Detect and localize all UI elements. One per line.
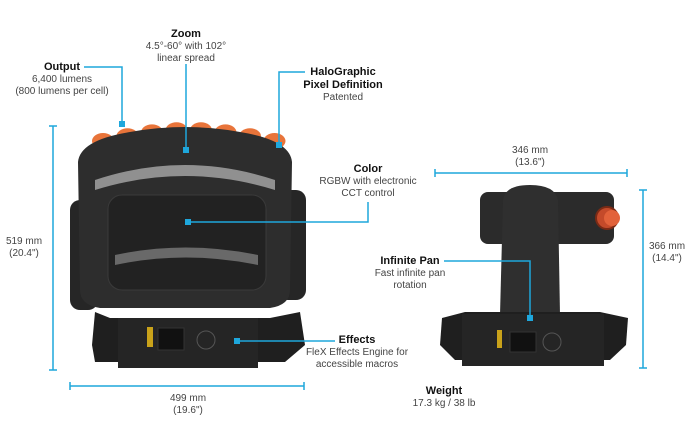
dimension-value: (19.6") xyxy=(173,405,203,416)
front-view-fixture xyxy=(70,122,306,368)
callout-text: rotation xyxy=(393,280,427,291)
callout-title: Pixel Definition xyxy=(303,79,383,91)
callout-text: RGBW with electronic xyxy=(319,176,417,187)
dimension-value: (13.6") xyxy=(515,157,545,168)
callout-markers xyxy=(119,121,533,344)
callout-halographic: HaloGraphic Pixel Definition Patented xyxy=(303,66,382,104)
callout-text: Patented xyxy=(322,92,364,103)
callout-effects: Effects FleX Effects Engine for accessib… xyxy=(306,334,408,371)
callout-text: 4.5°-60° with 102° xyxy=(145,41,227,52)
callout-text: linear spread xyxy=(157,53,215,64)
callout-title: Effects xyxy=(338,334,376,346)
dimension-value: 519 mm xyxy=(5,236,43,247)
dimension-height-side: 366 mm (14.4") xyxy=(649,241,685,265)
callout-title: Zoom xyxy=(171,28,201,40)
dimension-value: (20.4") xyxy=(9,248,39,259)
dimension-width-front: 499 mm (19.6") xyxy=(170,393,206,417)
dimension-value: (14.4") xyxy=(652,253,682,264)
dimension-value: 499 mm xyxy=(169,393,207,404)
dimension-value: 346 mm xyxy=(511,145,549,156)
side-view-fixture xyxy=(440,185,628,366)
callout-output: Output 6,400 lumens (800 lumens per cell… xyxy=(15,61,108,98)
callout-title: Color xyxy=(353,163,383,175)
callout-text: 6,400 lumens xyxy=(31,74,93,85)
callout-title: Infinite Pan xyxy=(380,255,440,267)
callout-weight: Weight 17.3 kg / 38 lb xyxy=(413,385,476,410)
dimension-height-front: 519 mm (20.4") xyxy=(6,236,42,260)
callout-lines xyxy=(49,64,647,390)
callout-text: (800 lumens per cell) xyxy=(15,86,109,97)
callout-title: HaloGraphic xyxy=(310,66,376,78)
callout-zoom: Zoom 4.5°-60° with 102° linear spread xyxy=(146,28,226,65)
dimension-value: 366 mm xyxy=(648,241,686,252)
callout-title: Output xyxy=(43,61,81,73)
callout-text: 17.3 kg / 38 lb xyxy=(412,398,476,409)
callout-text: Fast infinite pan xyxy=(374,268,446,279)
callout-color: Color RGBW with electronic CCT control xyxy=(319,163,416,200)
callout-title: Weight xyxy=(425,385,463,397)
dimension-depth-side: 346 mm (13.6") xyxy=(512,145,548,169)
callout-text: accessible macros xyxy=(315,359,399,370)
callout-infinite-pan: Infinite Pan Fast infinite pan rotation xyxy=(375,255,446,292)
callout-text: FleX Effects Engine for xyxy=(305,347,409,358)
callout-text: CCT control xyxy=(341,188,395,199)
